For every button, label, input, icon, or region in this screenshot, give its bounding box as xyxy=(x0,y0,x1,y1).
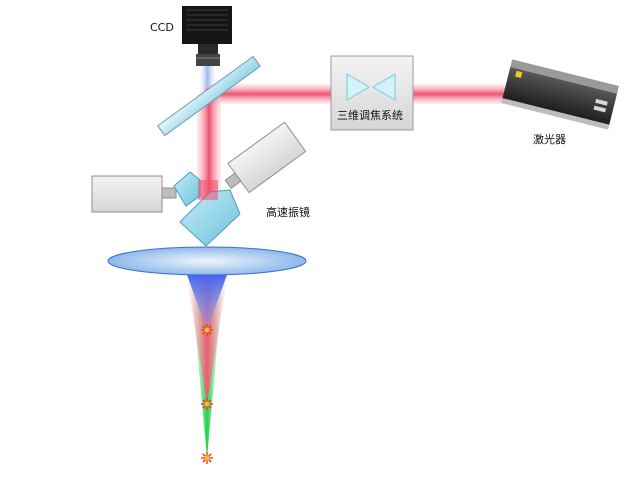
beam-splitter-mirror xyxy=(157,55,261,137)
focus-system-label: 三维调焦系统 xyxy=(337,109,403,122)
galvo-label: 高速振镜 xyxy=(266,205,310,219)
focal-point-3 xyxy=(201,452,213,464)
ccd-camera xyxy=(182,6,232,66)
galvo-mirror-x xyxy=(173,171,201,207)
laser-label: 激光器 xyxy=(533,132,566,146)
lens-pair-icon xyxy=(346,73,370,101)
galvo-motor-left xyxy=(91,175,177,213)
galvo-beam-segment xyxy=(198,180,218,200)
blue-focus-cone xyxy=(186,272,228,330)
focal-point-1 xyxy=(201,324,213,336)
focal-point-2 xyxy=(201,398,213,410)
ccd-label: CCD xyxy=(150,21,174,34)
focus-system-box xyxy=(330,55,414,131)
galvo-motor-right xyxy=(224,121,307,194)
laser-device xyxy=(501,59,619,130)
red-focus-cone xyxy=(186,272,228,404)
focusing-lens xyxy=(107,246,307,276)
